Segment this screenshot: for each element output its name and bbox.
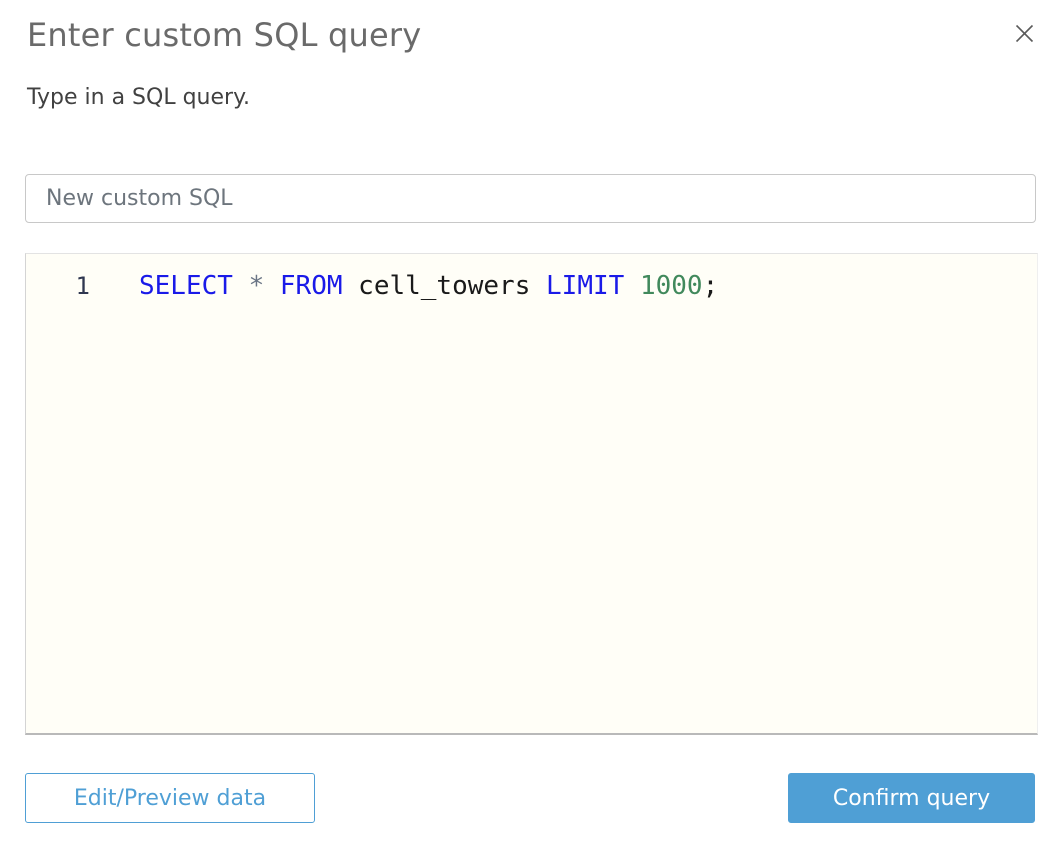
sql-editor-lines: 1 SELECT * FROM cell_towers LIMIT 1000; [26, 254, 1037, 303]
dialog-subtitle: Type in a SQL query. [27, 85, 250, 110]
confirm-query-button[interactable]: Confirm query [788, 773, 1035, 823]
edit-preview-data-button[interactable]: Edit/Preview data [25, 773, 315, 823]
query-name-input[interactable] [25, 174, 1036, 223]
code-content: SELECT * FROM cell_towers LIMIT 1000; [139, 271, 719, 301]
line-number: 1 [75, 272, 90, 300]
dialog-title: Enter custom SQL query [27, 16, 422, 54]
sql-editor[interactable]: 1 SELECT * FROM cell_towers LIMIT 1000; [25, 253, 1038, 735]
close-icon [1014, 23, 1035, 44]
close-button[interactable] [1011, 20, 1037, 46]
code-line: 1 SELECT * FROM cell_towers LIMIT 1000; [26, 269, 1037, 303]
